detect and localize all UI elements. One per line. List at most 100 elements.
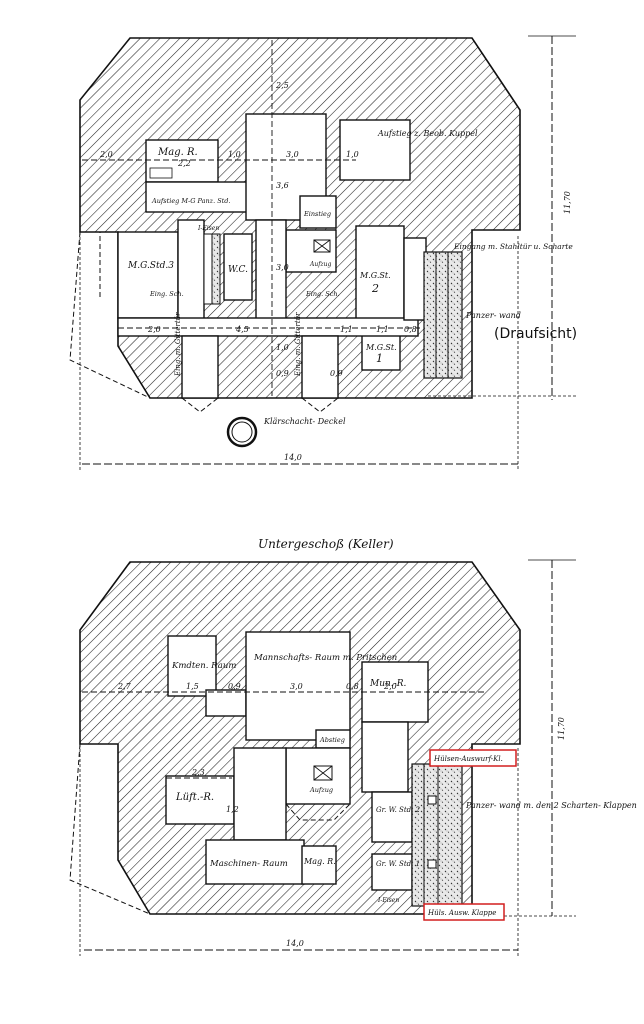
lower-plan: Kmdten. Raum Mannschafts- Raum m. Pritsc…	[69, 559, 637, 956]
dim-1-0b: 1,0	[346, 150, 359, 159]
upper-dash-slope	[69, 231, 151, 399]
wc-room	[223, 233, 253, 301]
dim-lower-0-8: 0,8	[346, 682, 359, 691]
gr-w-std2-room	[371, 791, 413, 843]
einstieg-room	[299, 195, 337, 229]
label-maschinen-raum: Maschinen- Raum	[209, 859, 288, 869]
dim-lower-1-5: 1,5	[186, 682, 199, 691]
label-i-eisen-lower: I-Eisen	[377, 897, 399, 904]
scharten-klappe-1	[427, 795, 437, 805]
label-einstieg: Einstieg	[303, 210, 331, 218]
label-mun-r: Mun.-R.	[369, 679, 406, 689]
mag-room-lower	[301, 845, 337, 885]
i-beam-upper-fill	[211, 233, 221, 305]
dim-1-1b: 1,1	[376, 325, 389, 334]
mg-std3-room	[117, 231, 179, 319]
huelsen-auswurf-box	[429, 749, 517, 767]
label-aufstieg-kuppel: Aufstieg z. Beob. Kuppel	[377, 129, 478, 138]
label-mag-r-lower: Mag. R.	[303, 857, 336, 866]
dim-2-0-top: 2,0	[99, 150, 113, 159]
dim-3-0: 3,0	[286, 150, 299, 159]
maschinen-room	[205, 839, 305, 885]
dim-height-upper: 11,70	[563, 191, 572, 214]
label-panzerwand-lower: Panzer- wand m. den 2 Scharten- Klappen	[465, 801, 637, 810]
label-wc: W.C.	[228, 265, 248, 275]
entrance-corridor	[403, 237, 427, 321]
label-mg-st1: M.G.St.	[365, 343, 397, 352]
label-mg-st2-num: 2	[371, 282, 379, 295]
label-mag-r-upper: Mag. R.	[157, 147, 198, 158]
kmdten-room	[167, 635, 217, 697]
label-gr-w-std1: Gr. W. Std. 1	[376, 860, 420, 868]
label-mg-std3: M.G.Std.3	[127, 261, 174, 271]
label-i-eisen-upper: I-Eisen	[197, 225, 219, 232]
entrance-left	[181, 335, 219, 399]
label-mg-st1-num: 1	[376, 352, 383, 365]
huels-ausw-klappe-box	[423, 903, 505, 921]
label-klaerschacht: Klärschacht- Deckel	[263, 417, 346, 426]
label-gittertuer-left: Eing. m. Gittertür	[174, 312, 182, 377]
dim-lower-2-7: 2,7	[117, 682, 132, 691]
mannschafts-room	[245, 631, 351, 741]
kmdten-lower	[205, 689, 247, 717]
label-huels-ausw-klappe: Hüls. Ausw. Klappe	[427, 909, 496, 917]
label-aufstieg-mg: Aufstieg M-G Panz. Std.	[151, 197, 231, 205]
central-corridor	[255, 219, 287, 321]
lower-dash-slope	[69, 743, 151, 915]
label-abstieg: Abstieg	[319, 736, 345, 744]
dim-1-0c: 1,0	[276, 343, 289, 352]
label-eing-sch-left: Eing. Sch.	[149, 290, 184, 298]
dim-3-0v: 3,0	[276, 263, 289, 272]
label-eing-sch-mid: Eing. Sch.	[305, 290, 340, 298]
mun-corridor	[361, 721, 409, 793]
gr-w-std1-room	[371, 853, 413, 891]
dim-0-8: 0,8	[404, 325, 417, 334]
corridor-upper-left	[145, 181, 249, 213]
entrance-right	[301, 335, 339, 399]
label-gr-w-std2: Gr. W. Std. 2	[376, 806, 421, 814]
lower-central-corridor	[233, 747, 287, 841]
label-draufsicht: (Draufsicht)	[494, 326, 577, 342]
i-beam-upper	[203, 233, 213, 305]
upper-dash-door-left	[181, 397, 219, 413]
dim-2-2: 2,2	[177, 159, 191, 168]
upper-dash-door-right	[301, 397, 339, 413]
dim-lower-2-3: 2,3	[191, 768, 205, 777]
dim-1-1a: 1,1	[340, 325, 353, 334]
label-luft-r: Lüft.-R.	[175, 792, 214, 803]
dim-width-lower: 14,0	[286, 939, 304, 948]
lower-dash-arc	[285, 803, 351, 821]
label-eingang: Eingang m. Stahltür u. Scharte	[453, 242, 573, 251]
upper-plan: Mag. R. Aufstieg M-G Panz. Std. Aufstieg…	[69, 35, 577, 470]
label-huelsen-auswurf: Hülsen-Auswurf-Kl.	[433, 755, 503, 763]
locker-box	[149, 167, 173, 179]
dim-height-lower: 11,70	[557, 717, 566, 740]
label-panzerwand-upper: Panzer- wand	[465, 311, 521, 320]
manhole-inner	[231, 421, 253, 443]
dim-0-9a: 0,9	[276, 369, 289, 378]
dim-4-5: 4,5	[235, 325, 249, 334]
label-gittertuer-right: Eing. m. Gittertür	[294, 312, 302, 377]
upper-dash-left	[80, 231, 101, 300]
cross-corridor	[117, 317, 419, 337]
dim-width-upper: 14,0	[284, 453, 302, 462]
label-kmdten-raum: Kmdten. Raum	[171, 661, 236, 671]
corridor-vertical-left	[177, 219, 205, 321]
lower-plan-title: Untergeschoß (Keller)	[258, 537, 394, 551]
scharten-klappe-2	[427, 859, 437, 869]
dim-lower-0-9: 0,9	[228, 682, 241, 691]
dim-lower-3-0: 3,0	[290, 682, 303, 691]
dim-3-6: 3,6	[276, 181, 289, 190]
dim-0-9b: 0,9	[330, 369, 343, 378]
dim-2-5: 2,5	[275, 81, 289, 90]
armor-wall-upper	[423, 251, 463, 379]
dim-1-0a: 1,0	[228, 150, 241, 159]
dim-lower-2-0: 2,0	[383, 682, 397, 691]
label-mg-st2: M.G.St.	[359, 271, 391, 280]
dim-lower-1-2: 1,2	[226, 805, 239, 814]
kuppel-stair	[339, 119, 411, 181]
armor-wall-lower	[411, 763, 463, 907]
label-mannschafts-raum: Mannschafts- Raum m. Pritschen	[253, 653, 397, 663]
dim-2-0-bot: 2,0	[147, 325, 161, 334]
